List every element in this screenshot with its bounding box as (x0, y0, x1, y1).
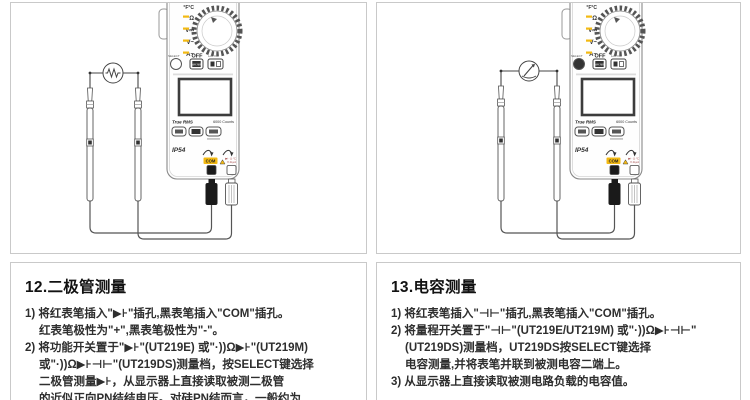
vohm-jack (629, 165, 640, 175)
model-text-strip (576, 73, 636, 76)
lcd-display (177, 77, 233, 117)
jack-arrows (202, 149, 234, 157)
instruction-line: 3) 从显示器上直接读取被测电路负载的电容值。 (391, 376, 635, 388)
instruction-line: (UT219DS)测量档，UT219DS按SELECT键选择 (405, 342, 652, 354)
clamp-meter: °F°C Ω V⎓ V~ A~ SELECT OFF MAX MIN (561, 3, 646, 206)
instruction-line: 2) 将量程开关置于"⊣⊢"(UT219E/UT219M) 或"·))Ω▶⊦⊣⊢… (391, 325, 697, 337)
jack-functions-label-2: V·Ω·μA (630, 160, 639, 164)
maxmin-label: MAX MIN (192, 64, 202, 67)
zigzag-symbol-icon (105, 67, 121, 79)
probe-red (553, 72, 561, 202)
warning-triangle-icon (622, 159, 629, 165)
diode-instructions: 1) 将红表笔插入"▶⊦"插孔,黑表笔插入"COM"插孔。红表笔极性为"+",黑… (25, 306, 354, 400)
section-heading-diode: 12.二极管测量 (25, 279, 127, 296)
dial-pointer (211, 17, 217, 23)
select-button (170, 58, 182, 70)
test-lead-wires (89, 201, 233, 240)
jack-functions-label-1: ▶⊦ ·)) °C (225, 157, 236, 161)
rotary-dial (594, 5, 646, 57)
component-under-test (499, 60, 559, 82)
dial-label: A~ (589, 52, 597, 58)
instruction-line: 2) 将功能开关置于"▶⊦"(UT219E) 或"·))Ω▶⊦"(UT219M) (25, 342, 308, 354)
maxmin-label: MAX MIN (595, 64, 605, 67)
ip54-label: IP54 (172, 147, 186, 154)
dial-label: °F°C (586, 5, 597, 11)
test-lead-wires (500, 201, 636, 240)
figure-diode-measurement: °F°C Ω V⎓ V~ A~ SELECT OFF (10, 2, 367, 254)
com-label: COM (609, 159, 619, 164)
button-row-bottom (171, 126, 222, 140)
off-label: OFF (595, 54, 607, 60)
dial-label: V⎓ (588, 28, 597, 34)
capacitance-instructions: 1) 将红表笔插入"⊣⊢"插孔,黑表笔插入"COM"插孔。 2) 将量程开关置于"… (391, 306, 728, 391)
dial-label: V~ (186, 40, 194, 46)
section-heading-capacitance: 13.电容测量 (391, 279, 477, 296)
probe-red (134, 74, 142, 202)
counts-label: 6000 Counts (616, 120, 637, 124)
jack-arrows (605, 149, 637, 157)
loz-label: LoZ V~ (611, 54, 621, 58)
dial-label: A~ (186, 52, 194, 58)
black-plug (205, 179, 218, 205)
instruction-line: 红表笔极性为"+",黑表笔极性为"-"。 (39, 325, 225, 337)
com-label-badge (203, 157, 218, 164)
instruction-line: 的近似正向PN结结电压。对硅PN结而言，一般约为 (39, 393, 301, 400)
ip54-label: IP54 (575, 147, 589, 154)
counts-label: 6000 Counts (213, 120, 234, 124)
dial-label: Ω (592, 16, 597, 22)
cap-figure-drawing: °F°C Ω V⎓ V~ A~ SELECT OFF MAX MIN (497, 3, 646, 240)
select-label: SELECT (168, 54, 180, 58)
section-capacitance-measurement: 13.电容测量 1) 将红表笔插入"⊣⊢"插孔,黑表笔插入"COM"插孔。 2) … (376, 262, 741, 400)
clamp-meter: °F°C Ω V⎓ V~ A~ SELECT OFF (158, 3, 243, 206)
diode-figure-drawing: °F°C Ω V⎓ V~ A~ SELECT OFF (86, 3, 243, 240)
jack-functions-label-2: V·Ω·μA (227, 160, 236, 164)
red-plug (225, 178, 238, 206)
instruction-line: 1) 将红表笔插入"⊣⊢"插孔,黑表笔插入"COM"插孔。 (391, 308, 662, 320)
dial-function-labels: °F°C Ω V⎓ V~ A~ (586, 5, 597, 58)
button-row-top: SELECT OFF MAX MIN LoZ V~ (168, 54, 224, 70)
jack-functions-label-1: ▶⊦ ·)) °C (628, 157, 639, 161)
button-row-bottom (574, 126, 625, 140)
warning-triangle-icon (219, 159, 226, 165)
red-plug (628, 178, 641, 206)
component-under-test (88, 62, 140, 84)
rotary-dial (191, 5, 243, 57)
instruction-line: 或"·))Ω▶⊦⊣⊢"(UT219DS)测量档，按SELECT键选择 (39, 359, 314, 371)
instruction-line: 电容测量,并将表笔并联到被测电容二端上。 (405, 359, 627, 371)
loz-label: LoZ V~ (208, 54, 218, 58)
vohm-jack (226, 165, 237, 175)
off-label: OFF (192, 54, 204, 60)
model-text-strip (173, 73, 233, 76)
instruction-line: 二极管测量▶⊦，从显示器上直接读取被测二极管 (39, 376, 285, 388)
dial-label: V⎓ (185, 28, 194, 34)
dial-label: °F°C (183, 5, 194, 11)
true-rms-label: True RMS (172, 120, 193, 125)
figure-capacitance-measurement: °F°C Ω V⎓ V~ A~ SELECT OFF MAX MIN (376, 2, 741, 254)
dial-function-labels: °F°C Ω V⎓ V~ A~ (183, 5, 194, 58)
select-button (573, 58, 585, 70)
dial-label: Ω (189, 16, 194, 22)
true-rms-label: True RMS (575, 120, 596, 125)
lcd-display (580, 77, 636, 117)
button-row-top: SELECT OFF MAX MIN LoZ V~ (571, 54, 627, 70)
probe-black (497, 72, 505, 202)
section-diode-measurement: 12.二极管测量 1) 将红表笔插入"▶⊦"插孔,黑表笔插入"COM"插孔。红表… (10, 262, 367, 400)
com-label-badge (606, 157, 621, 164)
com-jack (609, 165, 620, 175)
black-plug (608, 179, 621, 205)
dial-pointer (614, 17, 620, 23)
select-label: SELECT (571, 54, 583, 58)
com-jack (206, 165, 217, 175)
com-label: COM (206, 159, 216, 164)
gauge-needle-icon (523, 65, 534, 77)
dial-label: V~ (589, 40, 597, 46)
instruction-line: 1) 将红表笔插入"▶⊦"插孔,黑表笔插入"COM"插孔。 (25, 308, 290, 320)
probe-black (86, 74, 94, 202)
